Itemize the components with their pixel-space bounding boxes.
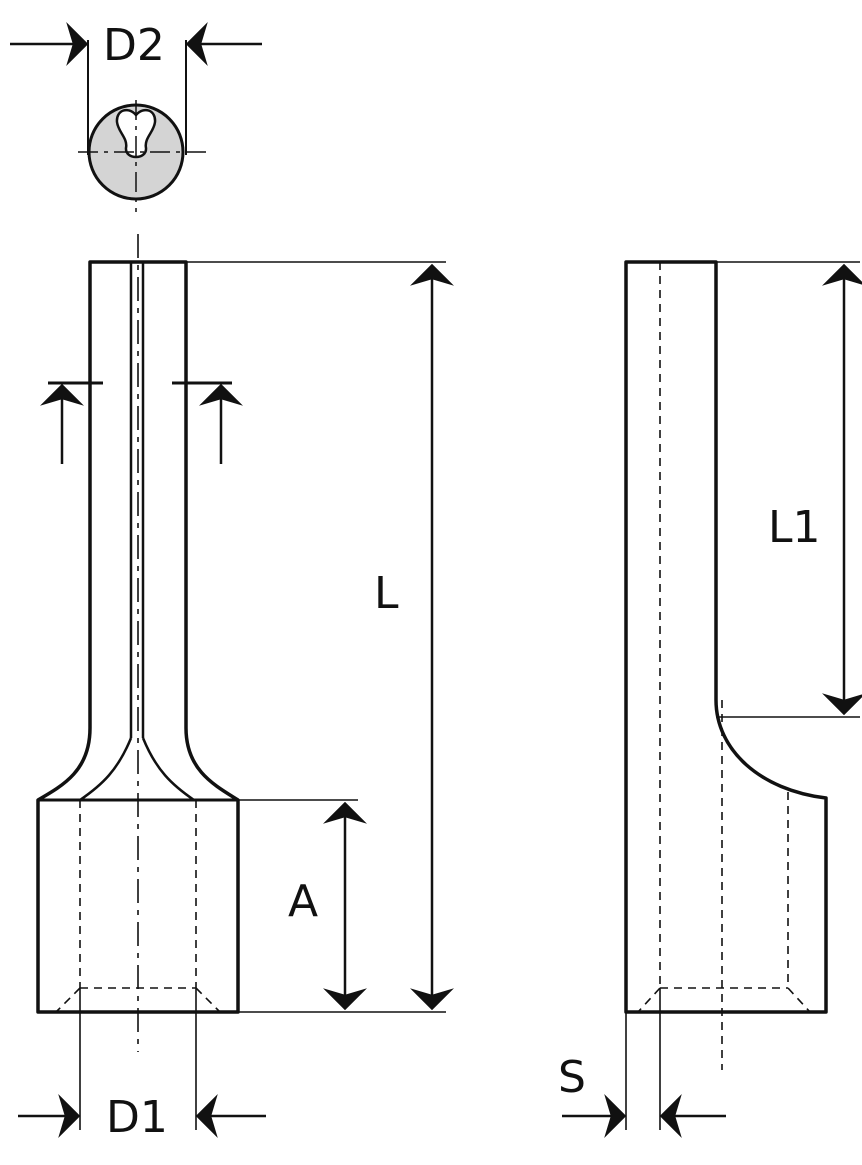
end-view: D2 [10, 20, 262, 212]
a-label: A [288, 876, 318, 927]
l1-label: L1 [768, 502, 821, 553]
side-view-outline [624, 260, 828, 1014]
s-label: S [558, 1052, 586, 1103]
seam-flare-right [141, 737, 195, 802]
side-view-dimensions: L1 S [558, 261, 862, 1138]
bore-chamfer-left [55, 987, 81, 1013]
side-chamfer-left [637, 987, 661, 1013]
side-chamfer-right [787, 987, 811, 1013]
seam-flare-left [79, 737, 133, 802]
side-view [624, 260, 828, 1070]
d1-label: D1 [106, 1092, 168, 1143]
end-view-slot [115, 108, 157, 159]
bore-chamfer-right [195, 987, 221, 1013]
d2-label: D2 [103, 20, 165, 71]
front-view-dimensions: L A D1 [18, 261, 454, 1143]
l-label: L [374, 568, 399, 619]
front-view [36, 234, 243, 1052]
